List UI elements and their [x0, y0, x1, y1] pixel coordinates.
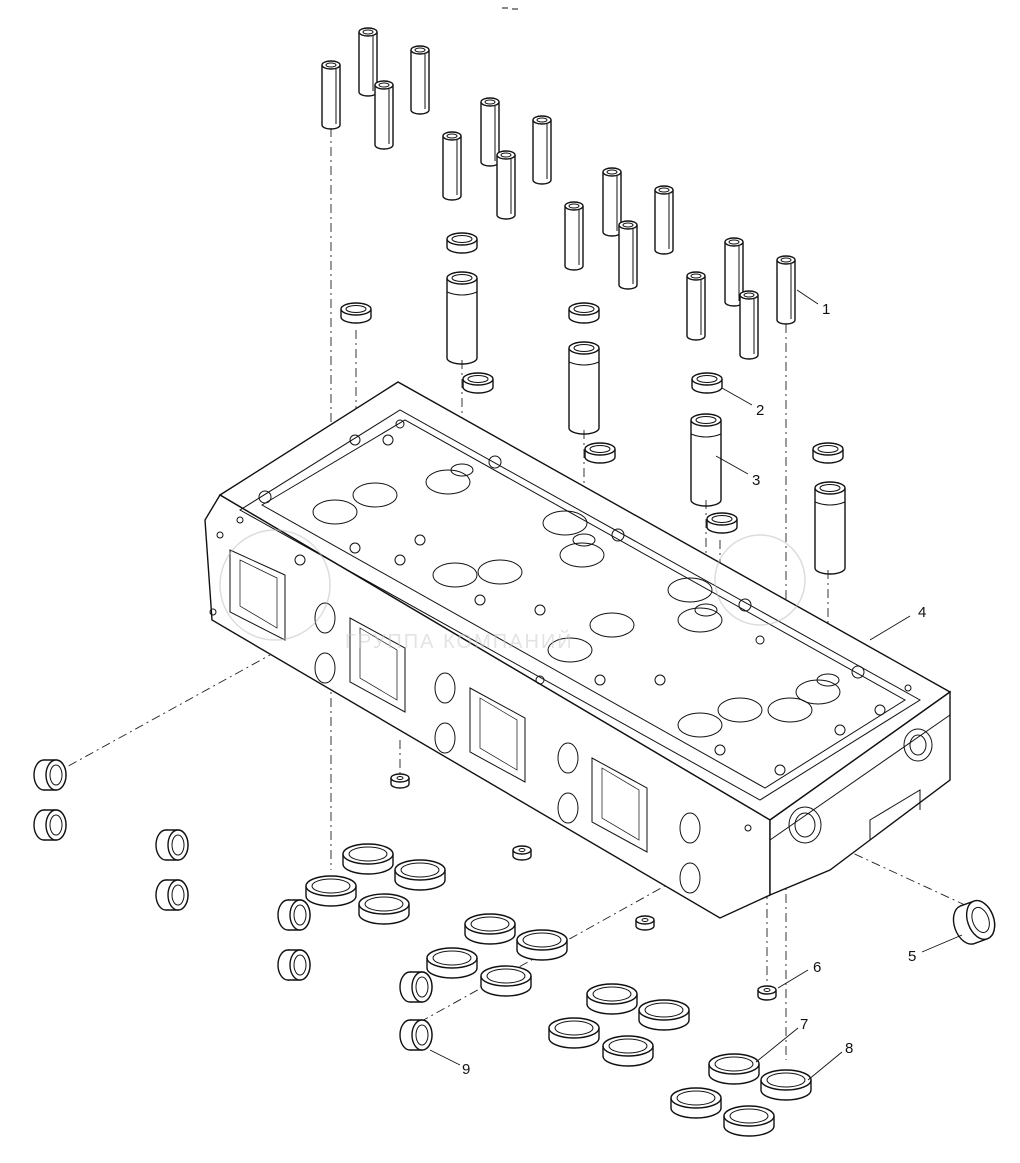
callout-7: 7 — [800, 1016, 808, 1033]
callout-9: 9 — [462, 1061, 470, 1078]
callout-3: 3 — [752, 472, 760, 489]
cylinder-head — [204, 381, 952, 919]
callout-2: 2 — [756, 402, 764, 419]
callout-6: 6 — [813, 959, 821, 976]
valve-guides — [321, 27, 796, 360]
callout-5: 5 — [908, 948, 916, 965]
callout-4: 4 — [918, 604, 926, 621]
side-plugs — [33, 759, 996, 1051]
callout-8: 8 — [845, 1040, 853, 1057]
watermark-text: ГРУППА КОМПАНИЙ — [345, 629, 574, 653]
callout-labels: 1 2 3 4 5 6 7 8 9 — [462, 301, 926, 1078]
callout-1: 1 — [822, 301, 830, 318]
watermark: ГРУППА КОМПАНИЙ — [219, 529, 806, 653]
leader-lines — [429, 289, 963, 1081]
